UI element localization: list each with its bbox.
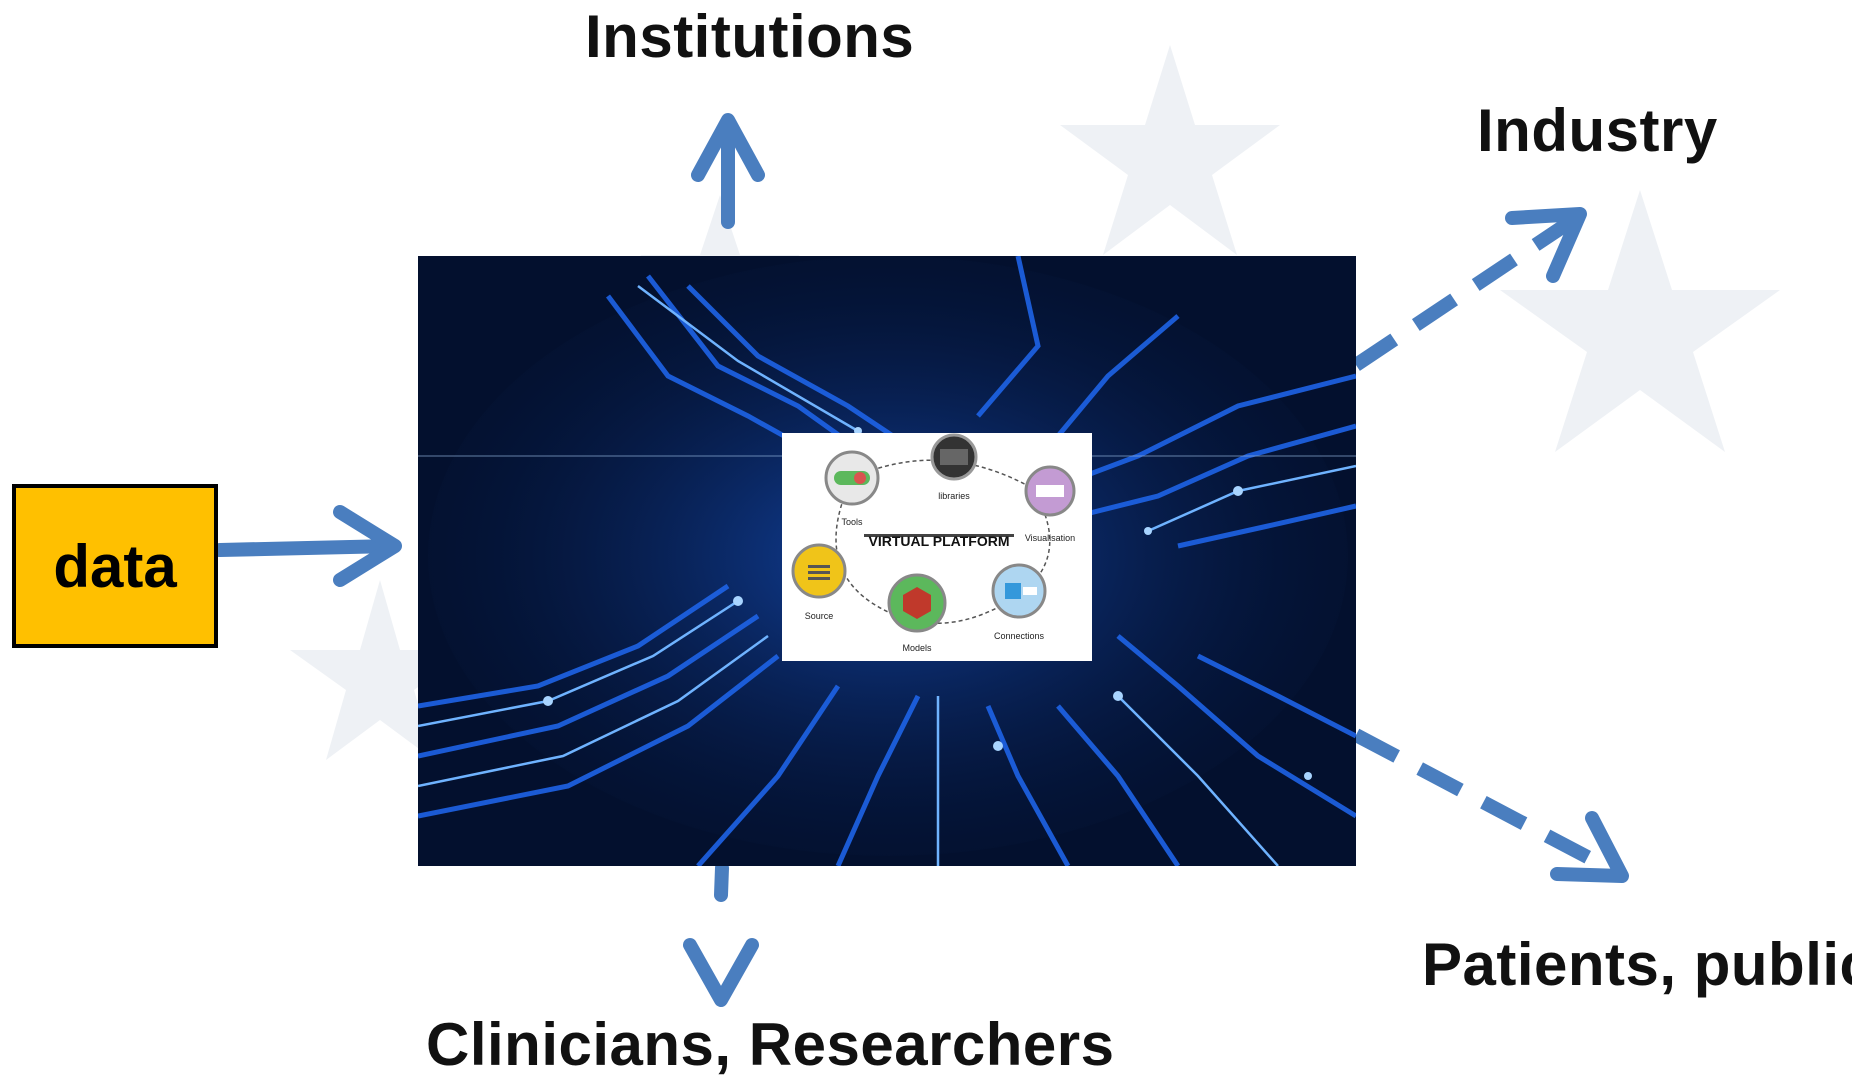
arrow-to-industry [1352,207,1587,371]
patients-public-label: Patients, public [1422,931,1852,998]
visualisation-node: Visualisation [1024,465,1076,543]
visualisation-label: Visualisation [1025,533,1075,543]
libraries-label: libraries [938,491,970,501]
virtual-platform-card: VIRTUAL PLATFORM Tools libraries Visuali… [782,433,1092,661]
background-star-icon [290,580,470,760]
data-box: data [12,484,218,648]
clinicians-researchers-label: Clinicians, Researchers [426,1011,1115,1078]
tools-node: Tools [824,450,880,527]
background-star-icon [1500,190,1780,452]
tools-label: Tools [841,517,863,527]
libraries-node: libraries [930,433,978,501]
models-node: Models [887,573,947,653]
data-box-label: data [53,532,177,600]
arrow-to-institutions [691,113,765,229]
source-label: Source [805,611,834,621]
institutions-label: Institutions [585,3,915,70]
arrow-to-patients [1352,728,1629,883]
models-label: Models [902,643,932,653]
industry-label: Industry [1477,97,1718,164]
virtual-platform-diagram: VIRTUAL PLATFORM Tools libraries Visuali… [791,433,1076,653]
connections-node: Connections [991,563,1047,641]
background-star-icon [1060,45,1280,255]
arrow-to-clinicians [683,861,759,1007]
virtual-platform-title: VIRTUAL PLATFORM [868,533,1009,549]
connections-label: Connections [994,631,1045,641]
source-node: Source [791,543,847,621]
arrow-from-data [213,505,402,587]
